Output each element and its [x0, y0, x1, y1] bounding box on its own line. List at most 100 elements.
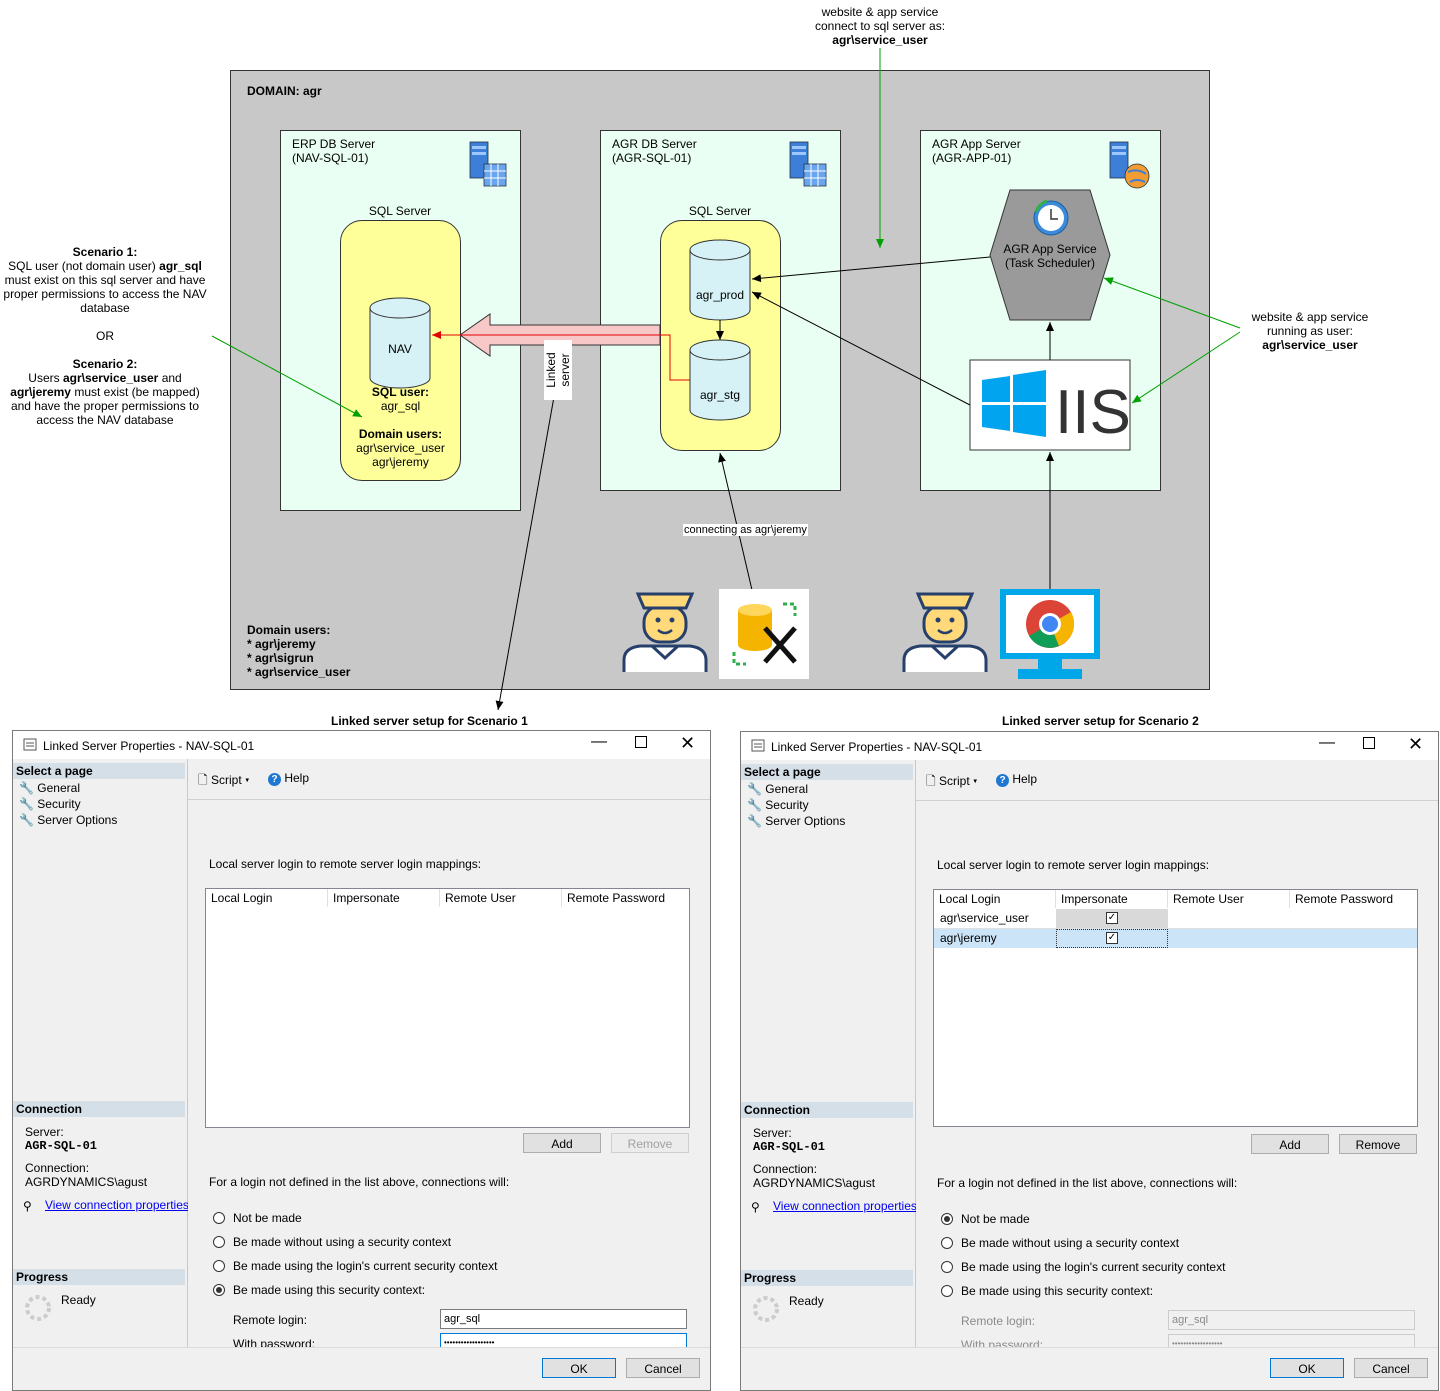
close-button[interactable]: ✕ — [680, 733, 696, 753]
option-label: Be made using this security context: — [233, 1283, 426, 1297]
diagram-svg: IIS — [211, 48, 1241, 711]
column-header: Impersonate — [328, 889, 440, 907]
column-header: Local Login — [206, 889, 328, 907]
login-mappings-grid[interactable]: Local Login Impersonate Remote User Remo… — [205, 888, 690, 1128]
page-general[interactable]: 🔧 General — [747, 782, 808, 796]
remove-button[interactable]: Remove — [1339, 1134, 1417, 1154]
progress-status: Ready — [61, 1293, 96, 1307]
minimize-button[interactable]: — — [1319, 734, 1335, 751]
radio-without-security-context[interactable] — [213, 1236, 225, 1248]
add-button[interactable]: Add — [1251, 1134, 1329, 1154]
ok-button[interactable]: OK — [1270, 1358, 1344, 1378]
select-page-header: Select a page — [13, 763, 185, 779]
connection-value: AGRDYNAMICS\agust — [25, 1175, 148, 1189]
close-button[interactable]: ✕ — [1408, 734, 1424, 754]
help-button[interactable]: ? Help — [996, 772, 1037, 787]
column-header: Remote Password — [567, 891, 666, 905]
connection-header: Connection — [741, 1102, 913, 1118]
table-row[interactable]: agr\jeremy ✓ — [934, 929, 1417, 948]
title-bar: Linked Server Properties - NAV-SQL-01 — … — [13, 731, 710, 759]
option-label: Be made without using a security context — [961, 1236, 1180, 1250]
maximize-button[interactable] — [1363, 737, 1375, 749]
cancel-button[interactable]: Cancel — [626, 1358, 700, 1378]
script-button[interactable]: 🗋 Script ▾ — [926, 774, 978, 788]
option-label: Be made using the login's current securi… — [961, 1260, 1226, 1274]
page-security[interactable]: 🔧 Security — [747, 798, 809, 812]
select-page-header: Select a page — [741, 764, 913, 780]
script-icon: 🗋 — [926, 774, 936, 788]
sql-management-tools-icon — [719, 589, 809, 679]
radio-without-security-context[interactable] — [941, 1237, 953, 1249]
connection-label: Connection: — [753, 1162, 818, 1176]
radio-this-security-context[interactable] — [941, 1285, 953, 1297]
help-button[interactable]: ? Help — [268, 771, 309, 786]
mappings-label: Local server login to remote server logi… — [937, 858, 1210, 872]
option-label: Not be made — [233, 1211, 302, 1225]
page-server-options[interactable]: 🔧 Server Options — [747, 814, 846, 828]
right-note: website & app service running as user: a… — [1251, 310, 1369, 352]
sidebar: Select a page 🔧 General 🔧 Security 🔧 Ser… — [13, 759, 189, 1348]
remote-login-input[interactable]: agr_sql — [1168, 1310, 1415, 1330]
table-row[interactable]: agr\service_user ✓ — [934, 909, 1417, 929]
erp-sql-label: SQL Server — [368, 204, 432, 218]
radio-not-be-made[interactable] — [941, 1213, 953, 1225]
page-server-options[interactable]: 🔧 Server Options — [19, 813, 118, 827]
server-label: Server: — [25, 1125, 64, 1139]
ok-button[interactable]: OK — [542, 1358, 616, 1378]
main-panel: 🗋 Script ▾ ? Help Local server login to … — [188, 759, 710, 1353]
connection-label: Connection: — [25, 1161, 90, 1175]
app-service-hexagon — [989, 189, 1111, 321]
wrench-icon: 🔧 — [747, 798, 762, 812]
remote-login-label: Remote login: — [233, 1313, 308, 1327]
dialog-title: Linked Server Properties - NAV-SQL-01 — [43, 739, 255, 753]
help-icon: ? — [996, 774, 1009, 787]
wrench-icon: 🔧 — [747, 814, 762, 828]
script-button[interactable]: 🗋 Script ▾ — [198, 773, 250, 787]
web-server-icon — [1109, 141, 1150, 189]
login-mappings-grid[interactable]: Local Login Impersonate Remote User Remo… — [933, 889, 1418, 1127]
remove-button[interactable]: Remove — [611, 1133, 689, 1153]
agr-stg-label: agr_stg — [699, 388, 741, 402]
dialog-footer: OK Cancel — [741, 1347, 1438, 1390]
view-connection-properties-link[interactable]: View connection properties — [773, 1199, 917, 1213]
nav-database-icon — [369, 297, 431, 389]
server-icon — [789, 141, 827, 187]
radio-current-security-context[interactable] — [213, 1260, 225, 1272]
page-general[interactable]: 🔧 General — [19, 781, 80, 795]
linked-server-dialog-scenario-1: Linked Server Properties - NAV-SQL-01 — … — [12, 730, 711, 1391]
maximize-button[interactable] — [635, 736, 647, 748]
server-value: AGR-SQL-01 — [753, 1140, 826, 1154]
progress-spinner-icon — [753, 1296, 779, 1322]
impersonate-checkbox[interactable]: ✓ — [1106, 932, 1118, 944]
view-connection-properties-link[interactable]: View connection properties — [45, 1198, 189, 1212]
option-label: Be made using this security context: — [961, 1284, 1154, 1298]
agr-prod-label: agr_prod — [695, 288, 745, 302]
windows-logo-icon — [982, 370, 1046, 437]
remote-login-input[interactable]: agr_sql — [440, 1309, 687, 1329]
browser-monitor-icon — [1000, 589, 1100, 679]
column-header: Remote Password — [1295, 892, 1394, 906]
remote-login-label: Remote login: — [961, 1314, 1036, 1328]
wrench-icon: 🔧 — [19, 813, 34, 827]
impersonate-checkbox[interactable]: ✓ — [1106, 912, 1118, 924]
caption-scenario-1: Linked server setup for Scenario 1 — [331, 714, 528, 728]
connection-properties-icon: ⚲ — [23, 1199, 32, 1213]
toolbar — [916, 760, 1438, 801]
add-button[interactable]: Add — [523, 1133, 601, 1153]
page-security[interactable]: 🔧 Security — [19, 797, 81, 811]
radio-not-be-made[interactable] — [213, 1212, 225, 1224]
left-note: Scenario 1: SQL user (not domain user) a… — [3, 245, 207, 427]
agr-sql-label: SQL Server — [688, 204, 752, 218]
server-label: Server: — [753, 1126, 792, 1140]
app-service-label: AGR App Service (Task Scheduler) — [1003, 242, 1097, 270]
title-bar: Linked Server Properties - NAV-SQL-01 — … — [741, 732, 1438, 760]
radio-current-security-context[interactable] — [941, 1261, 953, 1273]
erp-server-title: ERP DB Server (NAV-SQL-01) — [292, 137, 376, 165]
progress-header: Progress — [13, 1269, 185, 1285]
radio-this-security-context[interactable] — [213, 1284, 225, 1296]
toolbar — [188, 759, 710, 800]
minimize-button[interactable]: — — [591, 733, 607, 750]
cancel-button[interactable]: Cancel — [1354, 1358, 1428, 1378]
main-panel: 🗋 Script ▾ ? Help Local server login to … — [916, 760, 1438, 1354]
erp-sql-user: SQL user: agr_sql — [371, 385, 430, 413]
